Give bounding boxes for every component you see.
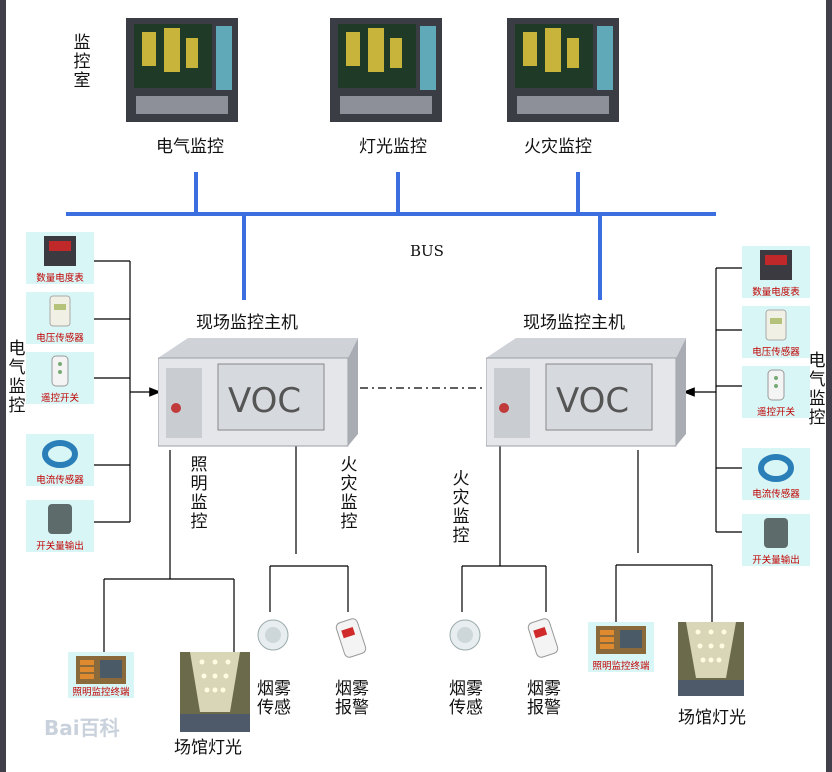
- rack-computer-icon: VOC: [486, 338, 686, 447]
- smoke-detector-label: 烟雾传感: [257, 679, 291, 718]
- svg-text:VOC: VOC: [228, 381, 301, 421]
- device-switch-output: 开关量输出: [742, 514, 810, 566]
- lighting-group-label: 照明监控: [190, 455, 208, 532]
- smoke-detector-icon: [449, 619, 481, 651]
- rack-computer-icon: VOC: [158, 338, 358, 447]
- svg-text:VOC: VOC: [556, 381, 629, 421]
- host-label: 现场监控主机: [523, 313, 625, 333]
- lighting-control-panel: 照明监控终端: [588, 622, 654, 672]
- device-remote-switch: 遥控开关: [742, 366, 810, 418]
- electrical-group-label-right: 电气监控: [808, 351, 826, 428]
- host-label: 现场监控主机: [196, 313, 298, 333]
- lighting-control-panel: 照明监控终端: [68, 652, 134, 698]
- venue-lights-label: 场馆灯光: [174, 738, 242, 758]
- right-fire-lines: [461, 446, 547, 612]
- workstation-label: 灯光监控: [359, 137, 427, 157]
- workstation-label: 电气监控: [156, 137, 224, 157]
- device-remote-switch: 遥控开关: [26, 352, 94, 404]
- device-switch-output: 开关量输出: [26, 500, 94, 552]
- meter-icon: [760, 250, 792, 280]
- smoke-alarm-label: 烟雾报警: [527, 679, 561, 718]
- left-fire-lines: [269, 446, 349, 612]
- monitor-icon: [126, 18, 238, 122]
- venue-lights-label: 场馆灯光: [678, 708, 746, 728]
- switch-output-icon: [48, 504, 72, 534]
- device-voltage-sensor: 电压传感器: [26, 292, 94, 344]
- smoke-alarm-icon: [335, 618, 367, 658]
- right-lighting-lines: [615, 450, 713, 622]
- device-current-sensor: 电流传感器: [26, 434, 94, 486]
- workstation-label: 火灾监控: [524, 137, 592, 157]
- venue-lights-icon: [678, 622, 744, 696]
- current-sensor-icon: [758, 454, 794, 482]
- device-energy-meter: 数量电度表: [742, 246, 810, 298]
- workstation-monitor: [124, 14, 242, 126]
- current-sensor-icon: [42, 440, 78, 468]
- control-panel-icon: [76, 656, 126, 684]
- control-room-label: 监控室: [73, 33, 91, 91]
- left-lighting-lines: [103, 450, 235, 652]
- device-voltage-sensor: 电压传感器: [742, 306, 810, 358]
- meter-icon: [44, 236, 76, 266]
- sensor-icon: [765, 309, 787, 341]
- bus-label: BUS: [410, 242, 444, 260]
- smoke-alarm-icon: [527, 618, 559, 658]
- monitor-icon: [330, 18, 442, 122]
- workstation-monitor: [328, 14, 446, 126]
- right-frame-edge: [826, 0, 832, 772]
- device-current-sensor: 电流传感器: [742, 448, 810, 500]
- left-frame-edge: [0, 0, 6, 772]
- monitor-icon: [507, 18, 619, 122]
- right-electrical-bracket: [682, 267, 742, 533]
- device-energy-meter: 数量电度表: [26, 232, 94, 284]
- control-panel-icon: [596, 626, 646, 654]
- fire-group-label-right: 火灾监控: [452, 469, 470, 546]
- smoke-detector-label: 烟雾传感: [449, 679, 483, 718]
- switch-output-icon: [764, 518, 788, 548]
- bus-lines: [66, 172, 716, 300]
- fire-group-label-left: 火灾监控: [340, 455, 358, 532]
- smoke-alarm-label: 烟雾报警: [335, 679, 369, 718]
- left-electrical-bracket: [92, 260, 162, 523]
- workstation-monitor: [505, 14, 623, 126]
- venue-lights-icon: [180, 652, 250, 732]
- remote-switch-icon: [51, 355, 69, 387]
- remote-switch-icon: [767, 369, 785, 401]
- sensor-icon: [49, 295, 71, 327]
- watermark: Bai百科: [44, 716, 120, 740]
- electrical-group-label-left: 电气监控: [8, 339, 26, 416]
- smoke-detector-icon: [257, 619, 289, 651]
